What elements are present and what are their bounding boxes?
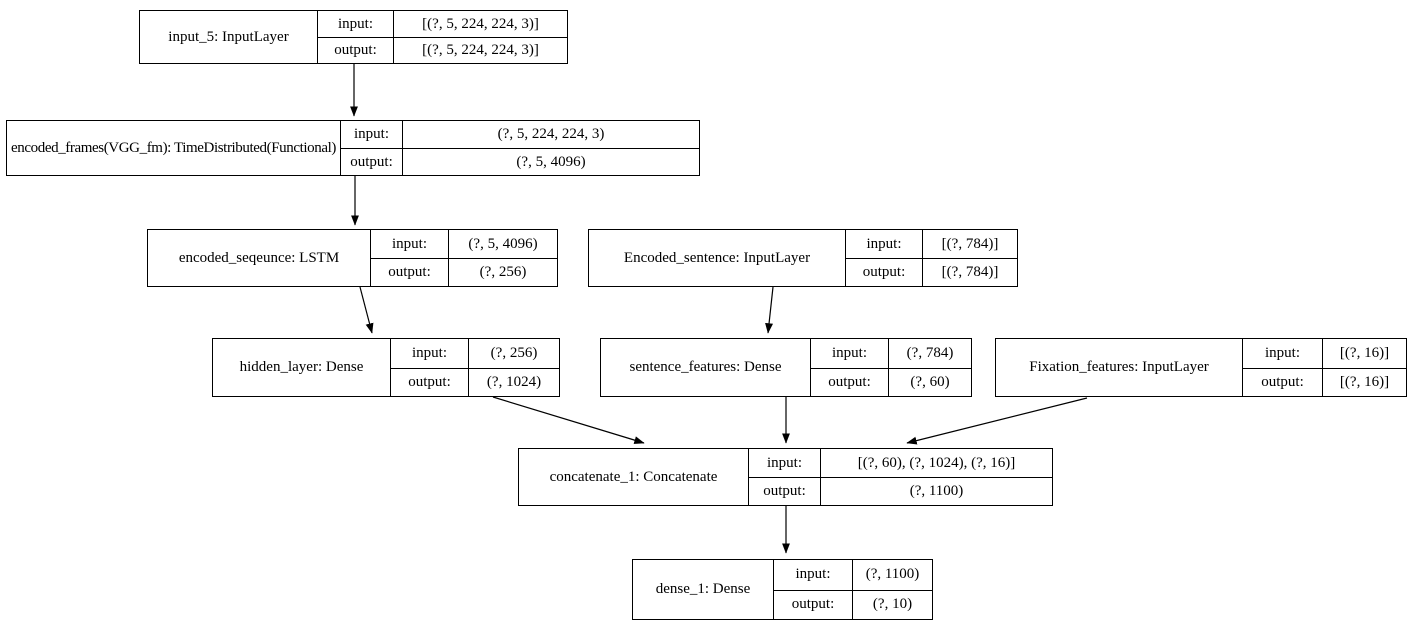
input-shape: [(?, 16)]: [1339, 344, 1390, 361]
output-shape: (?, 256): [449, 258, 557, 286]
output-key: output:: [749, 477, 821, 505]
output-key: output:: [774, 589, 853, 619]
output-shape: [(?, 784)]: [923, 258, 1017, 286]
edge-fixation-features-to-concatenate: [906, 397, 1088, 445]
node-label: hidden_layer: Dense: [213, 339, 391, 396]
output-shape: (?, 1024): [469, 367, 559, 397]
output-key: output:: [1243, 367, 1323, 396]
output-shape: (?, 60): [889, 367, 971, 397]
node-label: encoded_frames(VGG_fm): TimeDistributed(…: [7, 121, 341, 175]
input-key: input:: [318, 11, 394, 37]
node-label: concatenate_1: Concatenate: [519, 449, 749, 505]
node-label: sentence_features: Dense: [601, 339, 811, 396]
input-key: input:: [749, 449, 821, 477]
node-label: Encoded_sentence: InputLayer: [589, 230, 846, 286]
input-key: input:: [391, 339, 469, 368]
edge-encoded-seqeunce-to-hidden-layer: [359, 286, 374, 334]
node-label: Fixation_features: InputLayer: [996, 339, 1243, 396]
input-shape: (?, 5, 4096): [468, 235, 538, 252]
output-key: output:: [391, 367, 469, 396]
node-concatenate-1: concatenate_1: Concatenate input: [(?, 6…: [518, 448, 1053, 506]
input-shape: [(?, 5, 224, 224, 3)]: [422, 15, 539, 32]
input-key: input:: [846, 230, 923, 258]
node-fixation-features: Fixation_features: InputLayer input: [(?…: [995, 338, 1407, 397]
node-hidden-layer: hidden_layer: Dense input: (?, 256) outp…: [212, 338, 560, 397]
node-label: encoded_seqeunce: LSTM: [148, 230, 371, 286]
input-key: input:: [341, 121, 403, 148]
node-encoded-frames: encoded_frames(VGG_fm): TimeDistributed(…: [6, 120, 700, 176]
node-encoded-sentence: Encoded_sentence: InputLayer input: [(?,…: [588, 229, 1018, 287]
output-key: output:: [318, 37, 394, 63]
node-sentence-features: sentence_features: Dense input: (?, 784)…: [600, 338, 972, 397]
input-shape: [(?, 60), (?, 1024), (?, 16)]: [857, 454, 1016, 471]
output-shape: (?, 1100): [821, 477, 1052, 505]
input-shape: (?, 1100): [865, 566, 920, 583]
output-key: output:: [371, 258, 449, 286]
output-key: output:: [811, 367, 889, 396]
input-key: input:: [1243, 339, 1323, 368]
input-key: input:: [811, 339, 889, 368]
input-key: input:: [371, 230, 449, 258]
node-encoded-seqeunce: encoded_seqeunce: LSTM input: (?, 5, 409…: [147, 229, 558, 287]
node-label: dense_1: Dense: [633, 560, 774, 619]
input-shape: (?, 256): [490, 344, 538, 361]
output-shape: [(?, 16)]: [1323, 367, 1406, 397]
output-shape: [(?, 5, 224, 224, 3)]: [394, 37, 567, 63]
output-shape: (?, 10): [853, 589, 932, 620]
output-key: output:: [846, 258, 923, 286]
edge-hidden-layer-to-concatenate: [492, 396, 645, 444]
output-key: output:: [341, 148, 403, 175]
node-input-5: input_5: InputLayer input: [(?, 5, 224, …: [139, 10, 568, 64]
input-shape: (?, 5, 224, 224, 3): [497, 126, 605, 142]
edge-encoded-sentence-to-sentence-features: [765, 286, 774, 334]
input-shape: (?, 784): [906, 344, 954, 361]
input-shape: [(?, 784)]: [941, 235, 999, 252]
input-key: input:: [774, 560, 853, 590]
node-label: input_5: InputLayer: [140, 11, 318, 63]
output-shape: (?, 5, 4096): [403, 148, 699, 175]
node-dense-1: dense_1: Dense input: (?, 1100) output: …: [632, 559, 933, 620]
